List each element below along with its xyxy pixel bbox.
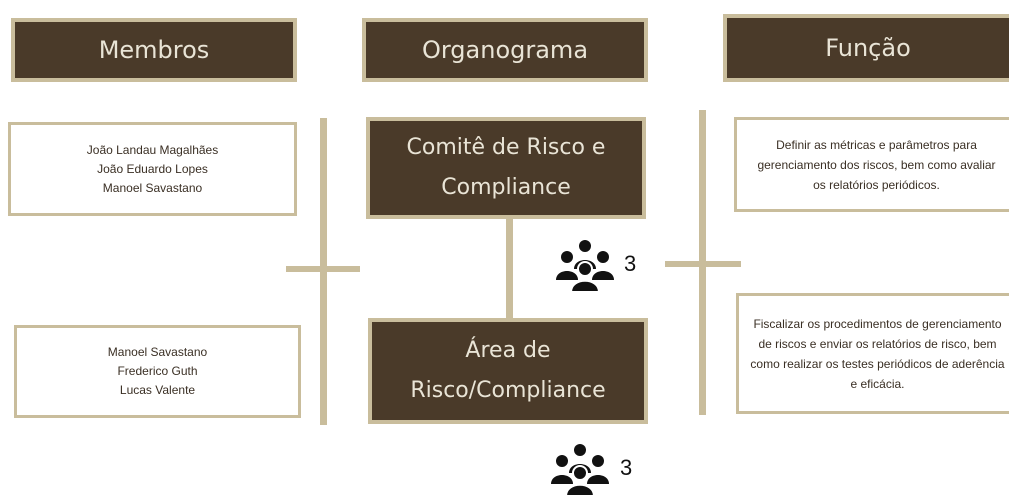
org-box-committee: Comitê de Risco e Compliance: [366, 117, 646, 219]
member-name: Manoel Savastano: [102, 180, 203, 195]
org-area-line2: Risco/Compliance: [410, 378, 606, 403]
function-box-committee: Definir as métricas e parâmetros para ge…: [734, 117, 1009, 212]
header-funcao-label: Função: [825, 34, 911, 62]
member-name: Manoel Savastano: [107, 345, 208, 359]
member-name: João Eduardo Lopes: [97, 161, 208, 176]
right-separator-crossbar: [665, 261, 741, 267]
committee-member-count: 3: [554, 236, 636, 292]
group-icon: [556, 240, 614, 292]
members-list-area: Manoel Savastano Frederico Guth Lucas Va…: [108, 343, 207, 400]
member-name: João Landau Magalhães: [86, 142, 219, 157]
member-name: Frederico Guth: [117, 364, 198, 378]
header-membros-label: Membros: [98, 36, 210, 64]
header-membros: Membros: [11, 18, 297, 82]
members-box-committee: João Landau Magalhães João Eduardo Lopes…: [8, 122, 297, 216]
left-separator-crossbar: [286, 266, 360, 272]
function-committee-text: Definir as métricas e parâmetros para ge…: [757, 137, 996, 192]
committee-count-value: 3: [624, 251, 637, 276]
org-connector-line: [506, 217, 513, 321]
area-count-value: 3: [620, 455, 633, 480]
members-box-area: Manoel Savastano Frederico Guth Lucas Va…: [14, 325, 301, 418]
org-committee-line1: Comitê de Risco e: [406, 135, 606, 160]
org-box-area: Área de Risco/Compliance: [368, 318, 648, 424]
header-organograma: Organograma: [362, 18, 648, 82]
function-area-text: Fiscalizar os procedimentos de gerenciam…: [750, 316, 1005, 391]
org-committee-line2: Compliance: [441, 175, 571, 200]
header-funcao: Função: [723, 14, 1009, 82]
header-organograma-label: Organograma: [421, 36, 589, 64]
area-member-count: 3: [548, 440, 632, 496]
org-area-line1: Área de: [465, 338, 551, 363]
member-name: Lucas Valente: [119, 383, 196, 397]
function-box-area: Fiscalizar os procedimentos de gerenciam…: [736, 293, 1009, 414]
members-list-committee: João Landau Magalhães João Eduardo Lopes…: [87, 141, 218, 198]
group-icon: [551, 444, 609, 496]
